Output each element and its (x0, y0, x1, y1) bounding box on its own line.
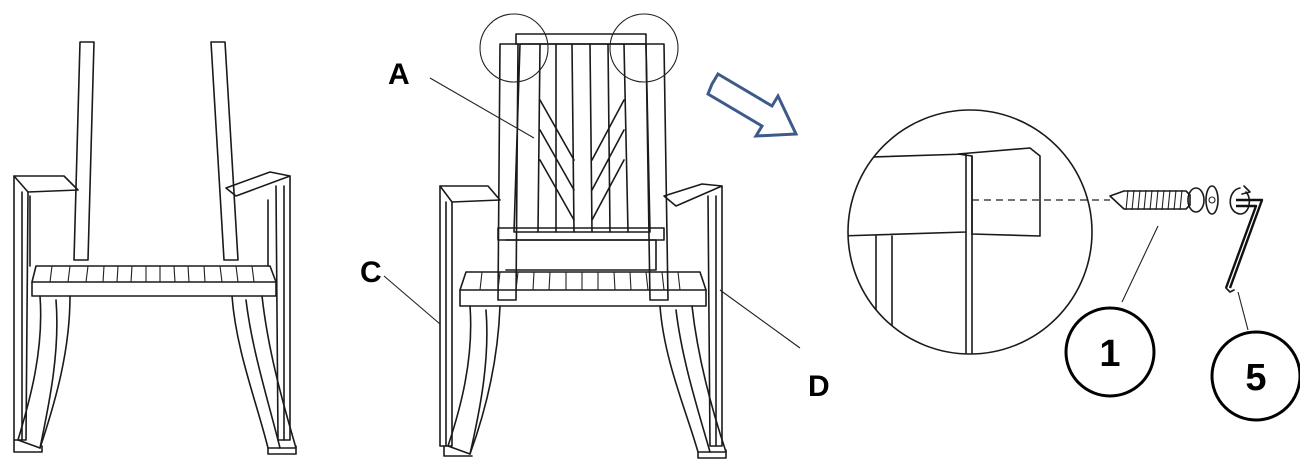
chair-frame-without-backrest (13, 41, 297, 455)
backrest-a (513, 43, 651, 233)
label-c: C (360, 256, 382, 289)
callout-5-label: 5 (1245, 357, 1266, 399)
label-d: D (808, 370, 830, 403)
hex-key-icon (1224, 198, 1264, 293)
callout-line-5 (1237, 291, 1249, 331)
leader-a (429, 77, 535, 139)
callout-1: 1 (1064, 306, 1156, 398)
screw-icon (1109, 185, 1219, 215)
label-a: A (388, 58, 410, 91)
callout-line-1 (1121, 225, 1159, 303)
zoom-detail (847, 109, 1110, 355)
detail-circle-left (479, 13, 549, 83)
arrow-icon (706, 71, 799, 138)
leader-d (719, 289, 801, 349)
leader-c (383, 275, 441, 325)
callout-1-label: 1 (1099, 333, 1120, 375)
chair-with-backrest (439, 13, 727, 459)
detail-circle-right (609, 13, 679, 83)
callout-5: 5 (1210, 330, 1300, 422)
